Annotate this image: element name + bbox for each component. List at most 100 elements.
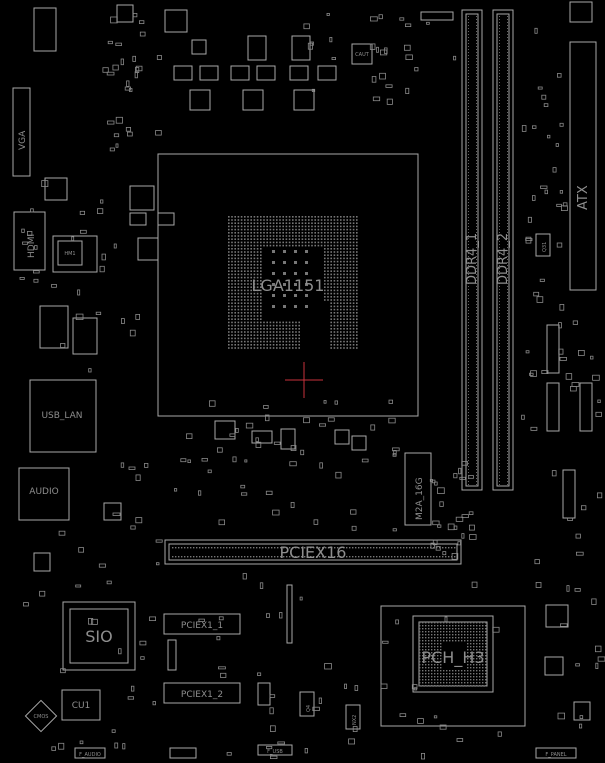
q31-label: Q31 — [542, 242, 548, 252]
pcie-x16-inner — [168, 543, 458, 561]
right-header-3 — [579, 382, 593, 432]
vrm-mosfet — [293, 89, 315, 111]
q31-mosfet — [535, 233, 551, 257]
pch-outline — [380, 605, 526, 727]
m2-label: M2A_16G — [415, 477, 425, 520]
ddr4-1-label: DDR4_1 — [465, 233, 480, 285]
pcb-slot-cutout — [286, 584, 293, 644]
sio-outline — [62, 601, 136, 671]
left-header-1 — [39, 305, 69, 349]
vga-connector — [12, 87, 31, 177]
cpu-socket-label: LGA1151 — [252, 276, 325, 295]
m2-connector — [404, 452, 432, 526]
sio-label: SIO — [85, 627, 112, 646]
atx-label: ATX — [576, 185, 591, 210]
left-small-ic — [33, 552, 51, 572]
left-ic-1 — [44, 177, 68, 201]
top-right-ic — [569, 1, 593, 23]
f-usb-chip — [257, 682, 271, 706]
vrm-choke — [289, 65, 309, 81]
hdmi-chip-label: HM1 — [64, 251, 75, 257]
f-panel-label: F_PANEL — [545, 752, 566, 758]
right-header-4 — [562, 469, 576, 519]
vrm-mosfet — [189, 89, 211, 111]
ddr4-slot-2-inner — [496, 13, 510, 487]
pch-label: PCH_H3 — [421, 648, 484, 668]
ddr4-2-label: DDR4_2 — [496, 233, 511, 285]
top-left-header — [33, 7, 57, 52]
hdmi-chip-outline — [52, 235, 98, 273]
f-audio-header — [74, 747, 106, 759]
vrm-choke — [199, 65, 219, 81]
right-header-2 — [546, 382, 560, 432]
f-panel-header — [535, 747, 577, 759]
hdmi-chip — [57, 240, 83, 266]
under-socket-mosfet — [334, 429, 350, 445]
vrm-choke — [256, 65, 276, 81]
passive-components — [19, 12, 605, 760]
pcie-x1-2-label: PCIEX1_2 — [181, 690, 223, 700]
pin-1-marker — [285, 362, 323, 398]
vrm-cap-left — [157, 212, 175, 226]
vrm-driver — [247, 35, 267, 61]
hdmi-label: HDMI — [27, 234, 37, 258]
cmos-label: CMOS — [34, 714, 49, 720]
q4-mosfet — [299, 691, 315, 717]
pcie-x1-1-label: PCIEX1_1 — [181, 621, 223, 631]
atx-power-connector — [569, 41, 597, 291]
vrm-cap-left — [129, 212, 147, 226]
usb-lan-label: USB_LAN — [41, 411, 82, 421]
ddr4-slot-2 — [492, 9, 514, 491]
usb-lan-connector — [29, 379, 97, 453]
pcie-x1-bracket — [167, 639, 177, 671]
pcie-x1-slot-2 — [163, 682, 241, 704]
vrm-choke-left — [129, 185, 155, 211]
caut-label: CAUT — [355, 52, 370, 58]
f-usb-label: F_USB — [267, 749, 283, 755]
hdmi-connector — [13, 211, 46, 271]
under-socket-ic — [214, 420, 236, 440]
vrm-choke — [173, 65, 193, 81]
q4-label: Q4 — [306, 705, 312, 712]
vrm-mosfet-left — [137, 237, 159, 261]
audio-label: AUDIO — [29, 487, 58, 497]
cu1-chip — [61, 689, 101, 721]
f-audio-label: F_AUDIO — [79, 752, 101, 758]
audio-connector — [18, 467, 70, 521]
vrm-choke — [317, 65, 337, 81]
vrm-cap — [191, 39, 207, 55]
under-socket-cap — [251, 430, 273, 444]
audio-codec-ic — [103, 502, 122, 521]
left-header-2 — [72, 317, 98, 355]
top-resistor-array — [420, 11, 454, 21]
pcie-x16-slot — [164, 539, 462, 565]
vrm-choke — [230, 65, 250, 81]
nx2-label: NX2 — [352, 715, 358, 725]
top-left-ic — [164, 9, 188, 33]
cmos-ic — [24, 699, 58, 733]
caut-ic — [351, 43, 373, 65]
right-header-1 — [546, 324, 560, 374]
cpu-socket-outline — [157, 153, 419, 417]
pch-pads — [419, 622, 487, 687]
vga-label: VGA — [18, 130, 28, 150]
cu1-label: CU1 — [72, 701, 91, 711]
bottom-header — [169, 747, 197, 759]
vrm-driver — [291, 35, 311, 61]
vrm-mosfet — [242, 89, 264, 111]
sio-chip — [69, 608, 129, 664]
right-bottom-ic-2 — [544, 656, 564, 676]
right-bottom-ic-3 — [573, 701, 591, 721]
pcie-x16-label: PCIEX16 — [280, 543, 347, 562]
ddr4-slot-1 — [461, 9, 483, 491]
right-bottom-ic — [545, 604, 569, 628]
cpu-socket-pads — [228, 216, 358, 349]
under-socket-ic-2 — [280, 428, 296, 450]
ddr4-slot-1-inner — [465, 13, 479, 487]
top-left-small-chip — [116, 4, 134, 23]
f-usb-header — [257, 744, 293, 756]
pcie-x1-slot-1 — [163, 613, 241, 635]
under-socket-mosfet — [351, 435, 367, 451]
